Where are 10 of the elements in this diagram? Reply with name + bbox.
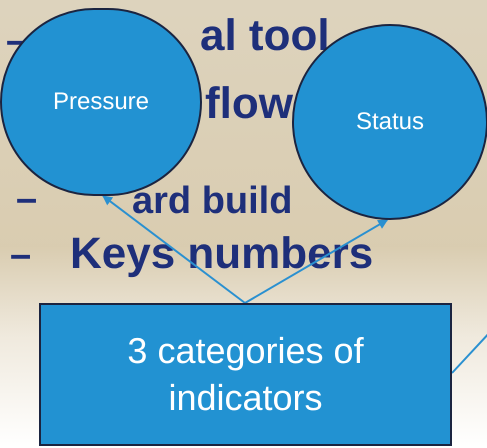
node-label: Pressure <box>52 87 150 117</box>
text-box <box>39 303 452 446</box>
bullet-text: al tool <box>200 14 330 58</box>
arrow <box>102 195 246 304</box>
bullet-text: flow <box>205 82 293 126</box>
bullet-text: – <box>16 180 38 218</box>
bullet-text: – <box>10 236 32 274</box>
bullet-text: ard build <box>132 182 292 220</box>
node-label: Status <box>356 107 424 137</box>
node-label: 3 categories of indicators <box>126 328 365 420</box>
